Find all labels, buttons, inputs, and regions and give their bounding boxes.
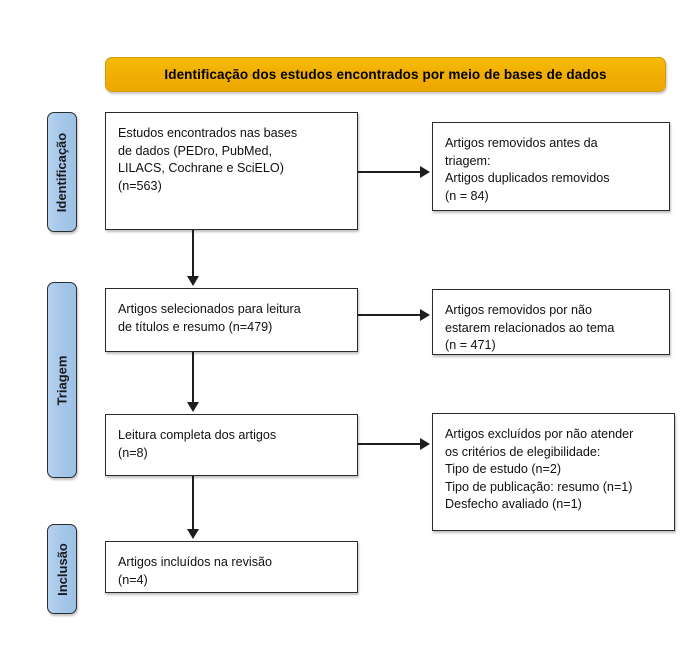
box-full-text-assessed: Leitura completa dos artigos (n=8) — [105, 414, 358, 476]
box-studies-included-line-2: (n=4) — [118, 572, 148, 587]
box-records-removed-not-related-line-1: Artigos removidos por não — [445, 303, 592, 317]
arrow-down-icon — [187, 402, 199, 412]
box-records-identified: Estudos encontrados nas bases de dados (… — [105, 112, 358, 230]
connector-identified-to-screened — [192, 230, 194, 278]
box-records-removed-before-screening-line-4: (n = 84) — [445, 188, 489, 203]
stage-label-triagem-text: Triagem — [54, 355, 70, 405]
stage-label-inclusao-text: Inclusão — [54, 542, 70, 596]
stage-label-triagem: Triagem — [47, 282, 77, 478]
box-reports-excluded-line-1: Artigos excluídos por não atender — [445, 427, 634, 441]
box-studies-included-line-1: Artigos incluídos na revisão — [118, 555, 273, 569]
box-reports-excluded-line-2: os critérios de elegibilidade: — [445, 444, 601, 459]
box-records-identified-line-2: de dados (PEDro, PubMed, — [118, 143, 273, 158]
box-records-identified-line-1: Estudos encontrados nas bases — [118, 126, 298, 140]
box-full-text-assessed-line-2: (n=8) — [118, 445, 148, 460]
box-records-removed-before-screening-line-3: Artigos duplicados removidos — [445, 171, 610, 185]
arrow-right-icon — [420, 438, 430, 450]
stage-label-identificacao-text: Identificação — [54, 132, 70, 212]
connector-fulltext-to-excluded — [358, 443, 422, 445]
box-records-removed-before-screening-line-1: Artigos removidos antes da — [445, 136, 598, 150]
box-records-screened-line-2: de títulos e resumo (n=479) — [118, 319, 273, 334]
connector-screened-to-removed-not-related — [358, 314, 422, 316]
box-reports-excluded-line-3: Tipo de estudo (n=2) — [445, 462, 562, 476]
box-records-removed-before-screening: Artigos removidos antes da triagem: Arti… — [432, 122, 670, 211]
box-records-removed-not-related-line-3: (n = 471) — [445, 338, 496, 352]
box-reports-excluded-line-5: Desfecho avaliado (n=1) — [445, 497, 582, 511]
arrow-right-icon — [420, 166, 430, 178]
box-studies-included: Artigos incluídos na revisão (n=4) — [105, 541, 358, 593]
connector-identified-to-removed-before-screening — [358, 171, 422, 173]
box-records-removed-not-related: Artigos removidos por não estarem relaci… — [432, 289, 670, 355]
box-reports-excluded-line-4: Tipo de publicação: resumo (n=1) — [445, 479, 633, 494]
stage-label-identificacao: Identificação — [47, 112, 77, 232]
identification-banner-title: Identificação dos estudos encontrados po… — [164, 67, 607, 82]
box-records-screened-line-1: Artigos selecionados para leitura — [118, 302, 301, 316]
box-records-identified-line-4: (n=563) — [118, 178, 162, 193]
arrow-down-icon — [187, 276, 199, 286]
connector-screened-to-fulltext — [192, 352, 194, 404]
box-records-removed-before-screening-line-2: triagem: — [445, 153, 491, 168]
identification-banner: Identificação dos estudos encontrados po… — [105, 57, 666, 92]
box-full-text-assessed-line-1: Leitura completa dos artigos — [118, 428, 277, 442]
arrow-down-icon — [187, 529, 199, 539]
box-reports-excluded: Artigos excluídos por não atender os cri… — [432, 413, 675, 531]
connector-fulltext-to-included — [192, 476, 194, 531]
box-records-removed-not-related-line-2: estarem relacionados ao tema — [445, 320, 615, 335]
box-records-identified-line-3: LILACS, Cochrane e SciELO) — [118, 161, 284, 175]
arrow-right-icon — [420, 309, 430, 321]
box-records-screened: Artigos selecionados para leitura de tít… — [105, 288, 358, 352]
stage-label-inclusao: Inclusão — [47, 524, 77, 614]
